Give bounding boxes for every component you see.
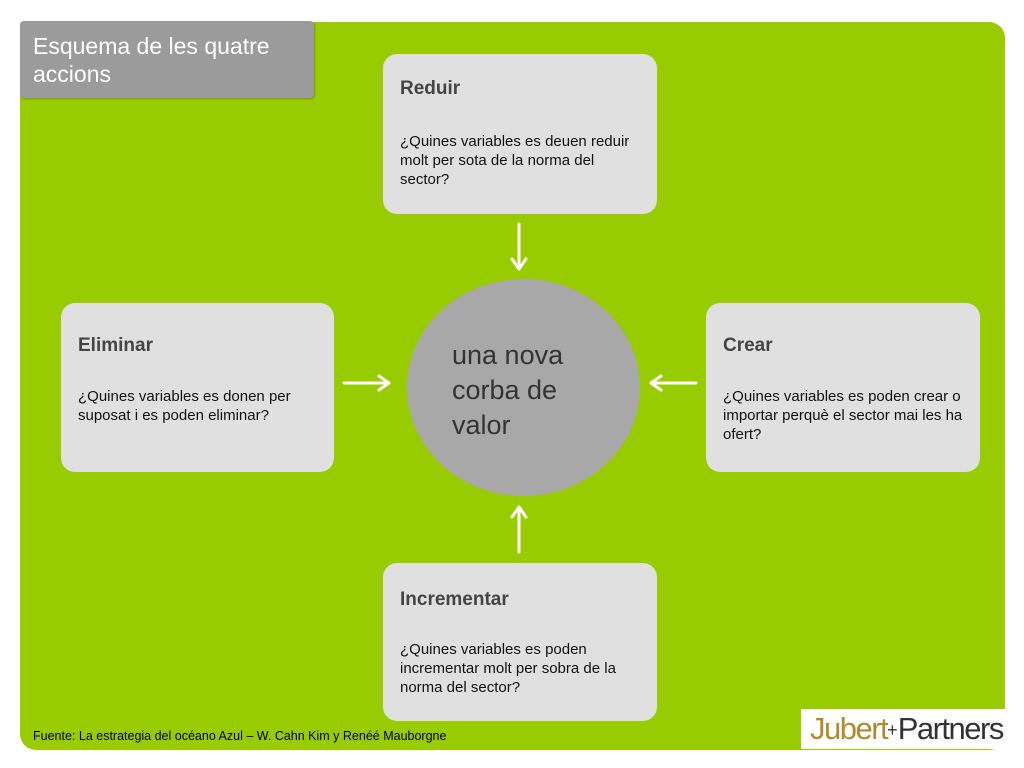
card-title: Crear xyxy=(723,335,773,356)
card-title: Incrementar xyxy=(400,589,509,610)
card-title: Eliminar xyxy=(78,335,153,356)
card-reduir: Reduir ¿Quines variables es deuen reduir… xyxy=(383,54,657,214)
center-label: una nova corba de valor xyxy=(452,340,564,440)
card-incrementar: Incrementar ¿Quines variables es poden i… xyxy=(383,563,657,721)
logo-part1: Jubert xyxy=(810,711,889,746)
source-citation: Fuente: La estrategia del océano Azul – … xyxy=(33,729,447,743)
logo-plus: + xyxy=(887,720,898,740)
card-body: ¿Quines variables es poden incrementar m… xyxy=(400,641,616,696)
center-circle xyxy=(407,279,640,496)
card-crear: Crear ¿Quines variables es poden crear o… xyxy=(706,303,980,472)
card-body: ¿Quines variables es poden crear o impor… xyxy=(723,388,963,443)
card-body: ¿Quines variables es deuen reduir molt p… xyxy=(400,133,630,188)
logo-part2: Partners xyxy=(897,711,1005,746)
page-title: Esquema de les quatre accions xyxy=(33,33,270,87)
company-logo: Jubert+Partners xyxy=(810,711,1005,747)
logo-background xyxy=(801,709,1005,749)
card-body: ¿Quines variables es donen per suposat i… xyxy=(78,388,291,424)
title-tab xyxy=(20,21,314,98)
card-title: Reduir xyxy=(400,78,461,99)
card-eliminar: Eliminar ¿Quines variables es donen per … xyxy=(61,303,334,472)
